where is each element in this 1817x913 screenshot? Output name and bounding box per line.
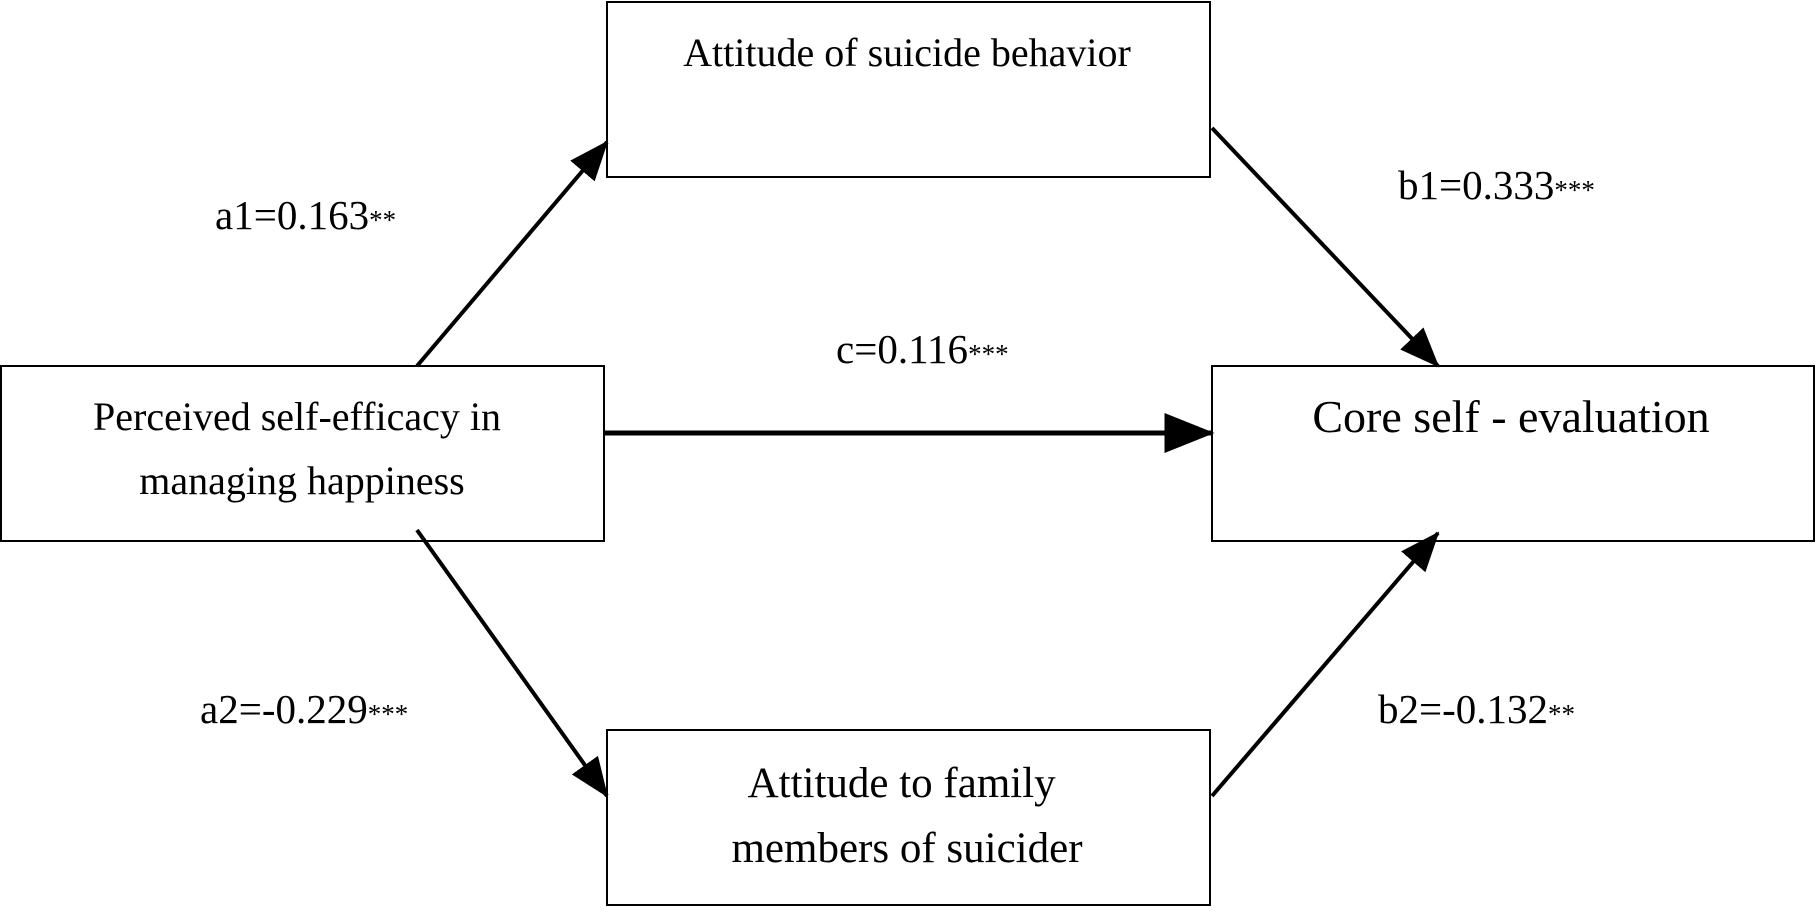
coef-a1-sig: ** xyxy=(369,205,396,235)
coef-b2-sig: ** xyxy=(1548,699,1575,729)
coef-a2-value: a2=-0.229 xyxy=(200,686,368,732)
mediator-2-box xyxy=(606,729,1211,906)
mediator-2-label-line-2: members of suicider xyxy=(731,825,1082,872)
outcome-box xyxy=(1211,365,1815,542)
coef-c-value: c=0.116 xyxy=(836,326,968,372)
mediator-1-box xyxy=(606,1,1211,178)
predictor-label: Perceived self-efficacy in managing happ… xyxy=(93,394,511,503)
outcome-label: Core self - evaluation xyxy=(1312,391,1709,442)
predictor-label-line-1: Perceived self-efficacy in xyxy=(93,394,501,439)
mediator-2-label-line-1: Attitude to family xyxy=(748,760,1057,807)
arrow-a2 xyxy=(415,528,609,798)
coef-a1: a1=0.163** xyxy=(215,192,396,238)
mediator-2-label: Attitude to family members of suicider xyxy=(731,760,1082,872)
coef-a2: a2=-0.229*** xyxy=(200,686,408,732)
coef-b1-value: b1=0.333 xyxy=(1398,162,1554,208)
predictor-label-line-2: managing happiness xyxy=(139,458,465,503)
coef-b1: b1=0.333*** xyxy=(1398,162,1595,208)
mediator-1-label: Attitude of suicide behavior xyxy=(683,30,1131,75)
arrow-b2 xyxy=(1210,531,1440,798)
coef-c: c=0.116*** xyxy=(836,326,1009,372)
predictor-box xyxy=(0,365,605,542)
arrow-b1 xyxy=(1210,126,1440,368)
coef-b2: b2=-0.132** xyxy=(1378,686,1575,732)
arrow-a1 xyxy=(415,140,609,368)
coef-c-sig: *** xyxy=(968,339,1009,369)
coef-b1-sig: *** xyxy=(1554,175,1595,205)
mediator-1-label-line-1: Attitude of suicide behavior xyxy=(683,30,1131,75)
coef-b2-value: b2=-0.132 xyxy=(1378,686,1548,732)
coef-a1-value: a1=0.163 xyxy=(215,192,369,238)
outcome-label-line-1: Core self - evaluation xyxy=(1312,391,1709,442)
coef-a2-sig: *** xyxy=(368,699,409,729)
